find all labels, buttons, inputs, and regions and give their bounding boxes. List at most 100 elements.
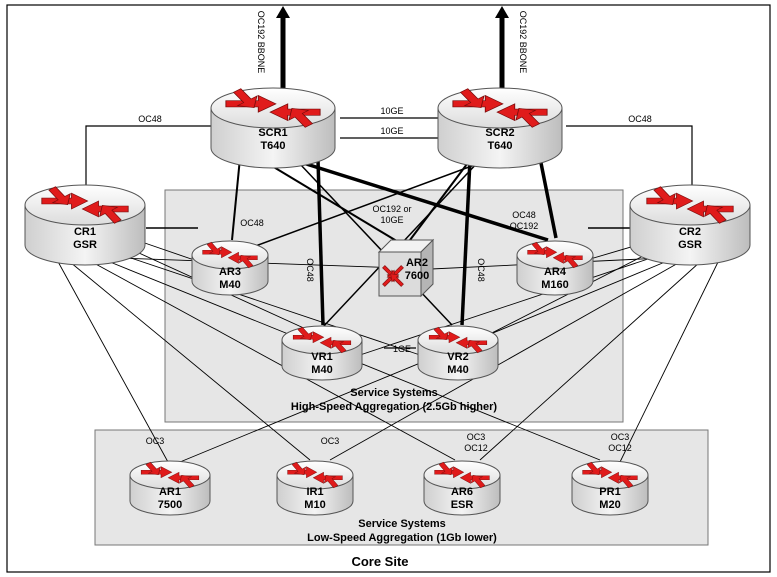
link-label-ar4-2: OC192 [510, 221, 539, 231]
link-cr1-vr2 [121, 254, 421, 356]
link-label-ar2-1: OC192 or [372, 204, 411, 214]
link-scr1-ar2 [261, 159, 406, 247]
router-name: AR1 [159, 486, 181, 498]
link-cr1-ar6 [91, 261, 456, 461]
link-scr2-ar4 [538, 157, 558, 239]
router-top [629, 184, 751, 226]
router-model: M40 [447, 364, 468, 376]
router-name: SCR2 [485, 127, 514, 139]
router-top [24, 184, 146, 226]
router-top [276, 460, 354, 490]
link-label-scr-top: 10GE [380, 106, 403, 116]
switch-icon [382, 265, 404, 287]
link-scr1-ar3 [231, 157, 241, 241]
link-label-scr-bottom: 10GE [380, 126, 403, 136]
router-top [210, 87, 336, 129]
switch-side [420, 238, 434, 298]
router-top [437, 87, 563, 129]
router-model: M20 [599, 499, 620, 511]
link-cr2-vr2 [477, 249, 656, 341]
router-model: GSR [73, 239, 97, 251]
link-label-cr1-scr1: OC48 [138, 114, 162, 124]
link-cr1-ir1 [69, 261, 311, 461]
link-scr2-cr2 [566, 125, 693, 188]
uplink-left-label: OC192 BBONE [256, 11, 266, 74]
link-label-vr-pair: 1GE [393, 344, 411, 354]
router-top [191, 240, 269, 270]
router-top [571, 460, 649, 490]
router-model: M40 [219, 279, 240, 291]
high-speed-zone [164, 189, 624, 423]
uplink-right-arrowhead [495, 6, 509, 18]
link-cr1-scr1 [85, 125, 214, 188]
link-labels: OC192 BBONE OC192 BBONE 10GE 10GE OC48 O… [138, 11, 652, 453]
router-name: AR3 [219, 266, 241, 278]
router-model: M40 [311, 364, 332, 376]
router-model: T640 [260, 140, 285, 152]
router-top [516, 240, 594, 270]
router-model: ESR [451, 499, 474, 511]
link-label-ar3: OC48 [240, 218, 264, 228]
link-scr1-vr1 [316, 159, 325, 326]
link-label-pr1-2: OC12 [608, 443, 632, 453]
low-zone-title-2: Low-Speed Aggregation (1Gb lower) [307, 532, 497, 544]
router-name: CR2 [679, 226, 701, 238]
links-layer [55, 6, 721, 463]
router-model: GSR [678, 239, 702, 251]
router-top [281, 325, 363, 355]
router-name: AR2 [406, 257, 428, 269]
uplink-right-label: OC192 BBONE [518, 11, 528, 74]
link-cr2-pr1 [619, 257, 721, 463]
router-model: M160 [541, 279, 569, 291]
link-label-ar6-1: OC3 [467, 432, 486, 442]
low-zone-title-1: Service Systems [358, 518, 445, 530]
link-label-ar2-2: 10GE [380, 215, 403, 225]
router-name: VR2 [447, 351, 468, 363]
router-model: 7600 [405, 270, 429, 282]
link-scr1-vr2 [299, 163, 453, 326]
link-scr2-ar2 [409, 159, 471, 241]
link-label-ar6-2: OC12 [464, 443, 488, 453]
link-cr2-ir1 [329, 261, 681, 461]
router-name: IR1 [306, 486, 323, 498]
link-label-pr1-1: OC3 [611, 432, 630, 442]
high-zone-title-1: Service Systems [350, 387, 437, 399]
link-label-vr2: OC48 [476, 258, 486, 282]
link-label-vr1: OC48 [305, 258, 315, 282]
router-top [423, 460, 501, 490]
router-model: 7500 [158, 499, 182, 511]
link-cr2-vr1 [359, 254, 661, 356]
link-label-ar4-1: OC48 [512, 210, 536, 220]
router-top [417, 325, 499, 355]
link-label-ar1: OC3 [146, 436, 165, 446]
site-title: Core Site [351, 554, 408, 569]
link-cr1-ar1 [55, 257, 169, 463]
router-name: SCR1 [258, 127, 287, 139]
link-scr1-ar4 [299, 160, 549, 242]
router-model: M10 [304, 499, 325, 511]
router-model: T640 [487, 140, 512, 152]
link-cr1-ar3-b [135, 239, 201, 263]
uplink-left-arrowhead [276, 6, 290, 18]
router-name: PR1 [599, 486, 620, 498]
router-name: VR1 [311, 351, 332, 363]
router-name: AR6 [451, 486, 473, 498]
link-label-ir1: OC3 [321, 436, 340, 446]
high-zone-title-2: High-Speed Aggregation (2.5Gb higher) [291, 401, 497, 413]
router-name: AR4 [544, 266, 567, 278]
link-scr2-ar3 [249, 159, 489, 249]
